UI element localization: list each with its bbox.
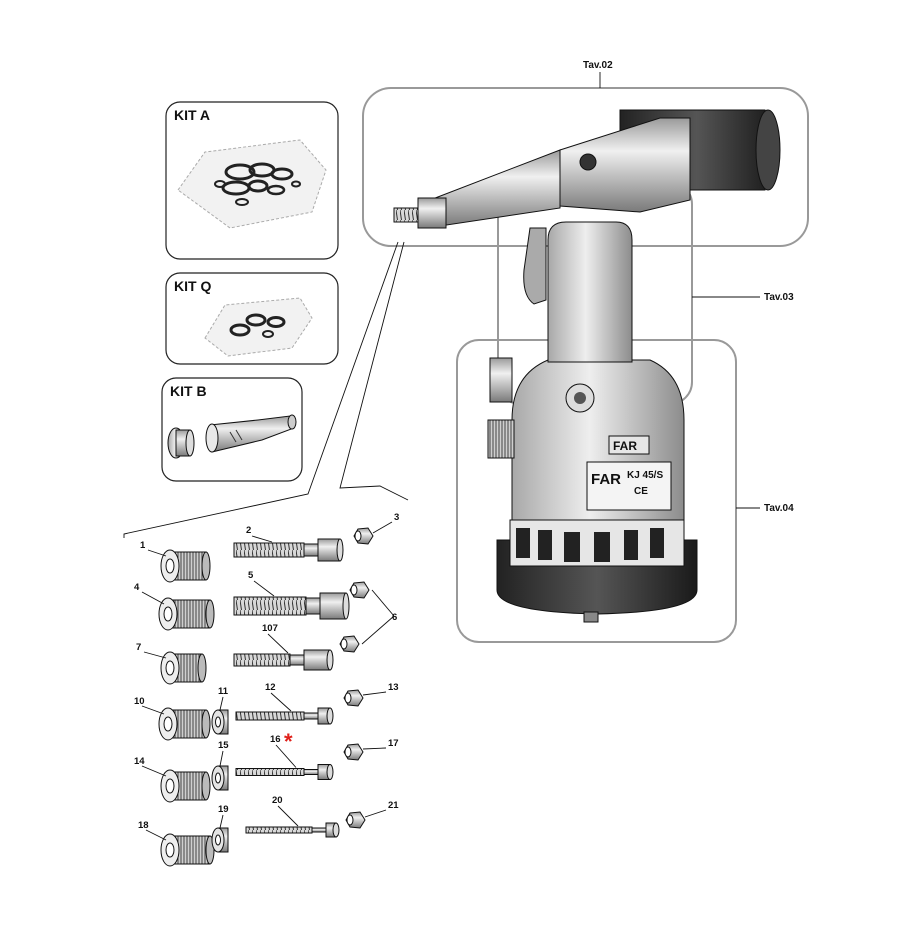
kit-q-panel: KIT Q: [165, 272, 339, 365]
part-label-107: 107: [262, 623, 278, 634]
nut-6: [349, 581, 370, 599]
kit-b-title: KIT B: [170, 383, 207, 399]
tav02-label: Tav.02: [583, 60, 613, 71]
kit-q-oring-bag-icon: [204, 297, 313, 357]
riveting-tool: FAR FAR KJ 45/S CE: [393, 109, 781, 623]
kit-b-cap-icon: [167, 427, 195, 459]
part-label-21: 21: [388, 800, 399, 811]
kit-b-panel: KIT B: [161, 377, 303, 482]
part-label-3: 3: [394, 512, 399, 523]
kit-a-oring-bag-icon: [177, 139, 327, 229]
nut-21: [345, 811, 366, 829]
part-label-7: 7: [136, 642, 141, 653]
part-label-1: 1: [140, 540, 146, 551]
part-label-10: 10: [134, 696, 145, 707]
part-label-13: 13: [388, 682, 399, 693]
jaw-housing-14: [160, 769, 211, 803]
nut-17: [343, 743, 364, 761]
pulling-screw-16: [235, 764, 334, 780]
part-label-6: 6: [392, 612, 397, 623]
jaw-housing-1: [160, 549, 211, 583]
jaw-housing-10: [158, 707, 211, 741]
base-ribs: [509, 519, 685, 567]
jaw-housing-18: [160, 833, 215, 867]
part-label-5: 5: [248, 570, 254, 581]
tav03-label: Tav.03: [764, 292, 794, 303]
tool-ce-mark: CE: [634, 486, 648, 497]
nut-13: [343, 689, 364, 707]
part-label-2: 2: [246, 525, 251, 536]
part-label-4: 4: [134, 582, 140, 593]
tool-brand-label: FAR: [591, 471, 621, 488]
part-label-17: 17: [388, 738, 399, 749]
new-part-marker: *: [284, 729, 293, 754]
pulling-screw-2: [233, 538, 344, 562]
part-label-19: 19: [218, 804, 229, 815]
kit-b-nose-icon: [205, 414, 297, 453]
kit-a-title: KIT A: [174, 107, 210, 123]
explode-leader-lines: [123, 241, 409, 538]
pulling-screw-107: [233, 649, 334, 671]
tool-model-label: KJ 45/S: [627, 470, 663, 481]
kit-a-panel: KIT A: [165, 101, 339, 260]
part-label-14: 14: [134, 756, 145, 767]
nut-3: [353, 527, 374, 545]
bushing-19: [211, 827, 229, 853]
part-label-11: 11: [218, 686, 229, 697]
pulling-screw-12: [235, 707, 334, 725]
bushing-15: [211, 765, 229, 791]
jaw-housing-7: [160, 651, 207, 685]
kit-q-title: KIT Q: [174, 278, 211, 294]
part-label-15: 15: [218, 740, 229, 751]
pulling-screw-20: [245, 822, 340, 838]
jaw-housing-4: [158, 597, 215, 631]
tav04-label: Tav.04: [764, 503, 794, 514]
part-label-20: 20: [272, 795, 283, 806]
part-label-12: 12: [265, 682, 276, 693]
nut-6: [339, 635, 360, 653]
bushing-11: [211, 709, 229, 735]
pulling-screw-5: [233, 592, 350, 620]
part-label-16: 16: [270, 734, 281, 745]
tool-brand-plate: FAR: [613, 439, 637, 453]
part-label-18: 18: [138, 820, 149, 831]
